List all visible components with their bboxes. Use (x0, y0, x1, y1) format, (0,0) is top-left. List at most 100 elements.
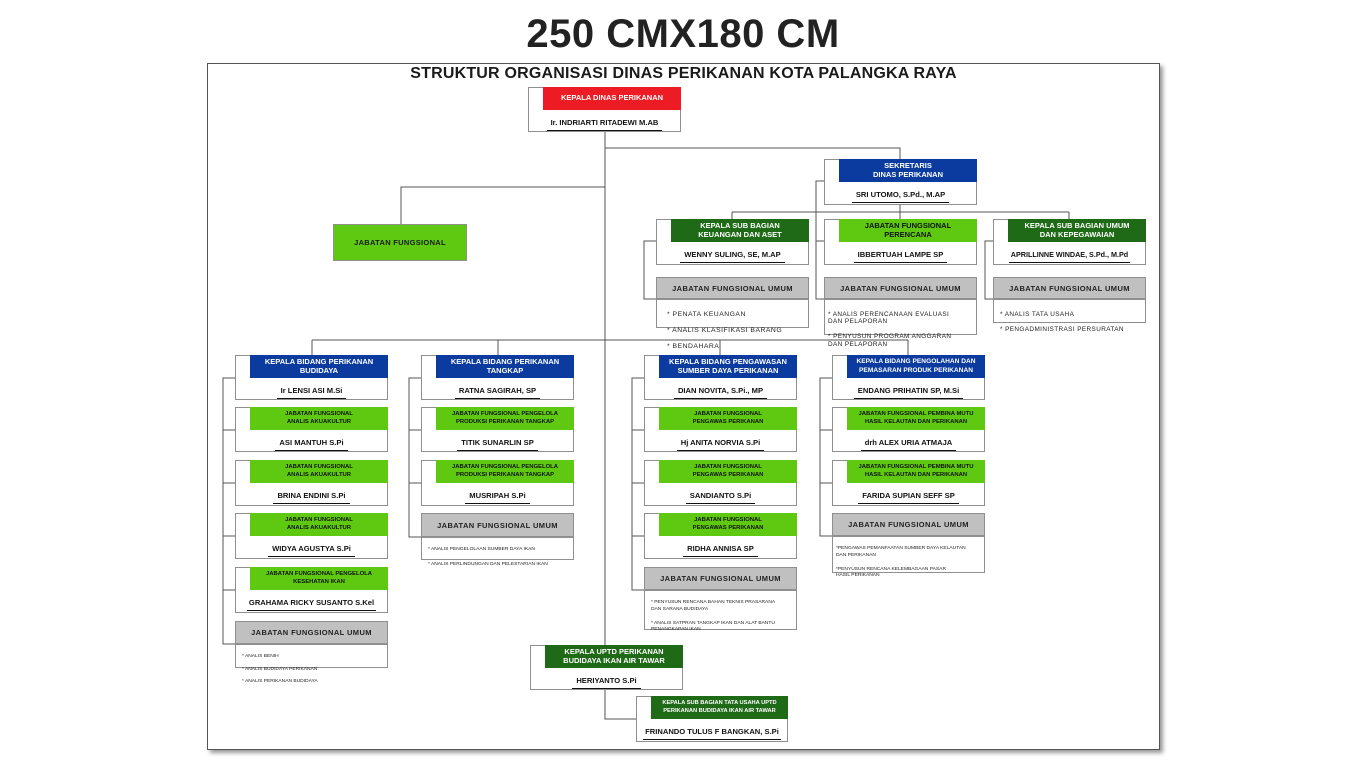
staff-name: RIDHA ANNISA SP (683, 544, 758, 557)
staff-name-row: BRINA ENDINI S.Pi (236, 485, 387, 504)
bidang-pengolahan-name: ENDANG PRIHATIN SP, M.Si (853, 386, 964, 399)
uptd-tata-usaha-name: FRINANDO TULUS F BANGKAN, S.Pi (643, 727, 781, 740)
staff-name-row: MUSRIPAH S.Pi (422, 485, 573, 504)
list-item: * PENYUSUN PROGRAM ANGGARAN DAN PELAPORA… (828, 333, 952, 348)
kepala-dinas-name: Ir. INDRIARTI RITADEWI M.AB (546, 118, 663, 131)
perencana-fungsional-umum-label: JABATAN FUNGSIONAL UMUM (824, 277, 977, 299)
budidaya-fungsional-umum-label: JABATAN FUNGSIONAL UMUM (235, 621, 388, 644)
staff-name: SANDIANTO S.Pi (685, 491, 756, 504)
keuangan-fungsional-umum-label: JABATAN FUNGSIONAL UMUM (656, 277, 809, 299)
uptd-box: KEPALA UPTD PERIKANAN BUDIDAYA IKAN AIR … (530, 645, 683, 690)
staff-name: Hj ANITA NORVIA S.Pi (676, 438, 765, 451)
staff-name: BRINA ENDINI S.Pi (273, 491, 350, 504)
bidang-pengolahan-name-row: ENDANG PRIHATIN SP, M.Si (833, 380, 984, 399)
budidaya-staff-box: JABATAN FUNGSIONAL PENGELOLA KESEHATAN I… (235, 567, 388, 613)
bidang-budidaya-name: Ir LENSI ASI M.Si (276, 386, 347, 399)
pengolahan-fungsional-umum-list: *PENGAWAS PEMANFAATAN SUMBER DAYA KELAUT… (832, 536, 985, 578)
list-item: * ANALIS TATA USAHA (1000, 310, 1075, 318)
staff-name-row: ASI MANTUH S.Pi (236, 432, 387, 451)
umum-fungsional-umum-label: JABATAN FUNGSIONAL UMUM (993, 277, 1146, 299)
staff-name-row: TITIK SUNARLIN SP (422, 432, 573, 451)
list-item: * ANALIS KLASIFIKASI BARANG (667, 327, 783, 334)
list-item: * BENDAHARA (667, 343, 720, 350)
bidang-pengawasan-title: KEPALA BIDANG PENGAWASAN SUMBER DAYA PER… (659, 355, 797, 378)
list-item: * ANALIS PENGELOLAAN SUMBER DAYA IKAN (428, 547, 535, 553)
staff-name-row: WIDYA AGUSTYA S.Pi (236, 538, 387, 557)
uptd-tata-usaha-name-row: FRINANDO TULUS F BANGKAN, S.Pi (637, 721, 787, 740)
staff-name-row: RIDHA ANNISA SP (645, 538, 796, 557)
tangkap-fungsional-umum-list: * ANALIS PENGELOLAAN SUMBER DAYA IKAN * … (421, 537, 574, 567)
list-item: *PENYUSUN RENCANA KELEMBAGAAN PASAR HASI… (836, 567, 946, 579)
perencana-fungsional-umum-list: * ANALIS PERENCANAAN EVALUASI DAN PELAPO… (824, 299, 977, 348)
staff-title: JABATAN FUNGSIONAL PEMBINA MUTU HASIL KE… (847, 407, 985, 430)
staff-name: WIDYA AGUSTYA S.Pi (268, 544, 355, 557)
list-item: * ANALIS PERENCANAAN EVALUASI DAN PELAPO… (828, 310, 950, 326)
staff-name: drh ALEX URIA ATMAJA (860, 438, 957, 451)
staff-name: ASI MANTUH S.Pi (275, 438, 348, 451)
sub-bagian-umum-name: APRILLINNE WINDAE, S.Pd., M.Pd (1008, 250, 1131, 263)
list-item: * ANALIS PERIKANAN BUDIDAYA (242, 679, 318, 685)
list-item: * ANALIS BENIH (242, 654, 279, 660)
uptd-tata-usaha-title: KEPALA SUB BAGIAN TATA USAHA UPTD PERIKA… (651, 696, 788, 719)
sub-bagian-keuangan-name: WENNY SULING, SE, M.AP (680, 250, 785, 263)
bidang-budidaya-title: KEPALA BIDANG PERIKANAN BUDIDAYA (250, 355, 388, 378)
uptd-title: KEPALA UPTD PERIKANAN BUDIDAYA IKAN AIR … (545, 645, 683, 668)
kepala-dinas-box: KEPALA DINAS PERIKANAN Ir. INDRIARTI RIT… (528, 87, 681, 132)
bidang-pengolahan-box: KEPALA BIDANG PENGOLAHAN DAN PEMASARAN P… (832, 355, 985, 400)
staff-title: JABATAN FUNGSIONAL ANALIS AKUAKULTUR (250, 460, 388, 483)
staff-title: JABATAN FUNGSIONAL PENGELOLA KESEHATAN I… (250, 567, 388, 590)
list-item: *PENGAWAS PEMANFAATAN SUMBER DAYA KELAUT… (836, 546, 966, 558)
staff-name-row: drh ALEX URIA ATMAJA (833, 432, 984, 451)
list-item: * ANALIS BUDIDAYA PERIKANAN (242, 666, 318, 672)
pengawasan-fungsional-umum-list: * PENYUSUN RENCANA BAHAN TEKNIS PRASARAN… (644, 590, 797, 632)
staff-title: JABATAN FUNGSIONAL PENGAWAS PERIKANAN (659, 407, 797, 430)
list-item: * ANALIS PERLINDUNGAN DAN PELESTARIAN IK… (428, 561, 548, 567)
staff-title: JABATAN FUNGSIONAL PENGAWAS PERIKANAN (659, 460, 797, 483)
bidang-tangkap-name: RATNA SAGIRAH, SP (454, 386, 541, 399)
fungsional-perencana-title: JABATAN FUNGSIONAL PERENCANA (839, 219, 977, 242)
staff-name: MUSRIPAH S.Pi (465, 491, 530, 504)
bidang-budidaya-box: KEPALA BIDANG PERIKANAN BUDIDAYA Ir LENS… (235, 355, 388, 400)
fungsional-perencana-box: JABATAN FUNGSIONAL PERENCANA IBBERTUAH L… (824, 219, 977, 265)
bidang-pengolahan-title: KEPALA BIDANG PENGOLAHAN DAN PEMASARAN P… (847, 355, 985, 378)
pengawasan-staff-box: JABATAN FUNGSIONAL PENGAWAS PERIKANAN Hj… (644, 407, 797, 452)
staff-title: JABATAN FUNGSIONAL PENGELOLA PRODUKSI PE… (436, 460, 574, 483)
budidaya-staff-box: JABATAN FUNGSIONAL ANALIS AKUAKULTUR ASI… (235, 407, 388, 452)
sub-bagian-keuangan-box: KEPALA SUB BAGIAN KEUANGAN DAN ASET WENN… (656, 219, 809, 265)
uptd-tata-usaha-box: KEPALA SUB BAGIAN TATA USAHA UPTD PERIKA… (636, 696, 788, 742)
budidaya-staff-box: JABATAN FUNGSIONAL ANALIS AKUAKULTUR WID… (235, 513, 388, 559)
bidang-tangkap-box: KEPALA BIDANG PERIKANAN TANGKAP RATNA SA… (421, 355, 574, 400)
uptd-name-row: HERIYANTO S.Pi (531, 670, 682, 689)
kepala-dinas-title: KEPALA DINAS PERIKANAN (543, 87, 681, 110)
staff-title: JABATAN FUNGSIONAL PEMBINA MUTU HASIL KE… (847, 460, 985, 483)
staff-title: JABATAN FUNGSIONAL ANALIS AKUAKULTUR (250, 513, 388, 536)
tangkap-staff-box: JABATAN FUNGSIONAL PENGELOLA PRODUKSI PE… (421, 407, 574, 452)
staff-name-row: Hj ANITA NORVIA S.Pi (645, 432, 796, 451)
pengawasan-staff-box: JABATAN FUNGSIONAL PENGAWAS PERIKANAN RI… (644, 513, 797, 559)
staff-title: JABATAN FUNGSIONAL PENGAWAS PERIKANAN (659, 513, 797, 536)
list-item: * ANALIS SATPRAN TANGKAP IKAN DAN ALAT B… (651, 621, 775, 633)
sekretaris-box: SEKRETARIS DINAS PERIKANAN SRI UTOMO, S.… (824, 159, 977, 205)
chart-title: STRUKTUR ORGANISASI DINAS PERIKANAN KOTA… (410, 65, 957, 82)
kepala-dinas-name-row: Ir. INDRIARTI RITADEWI M.AB (529, 112, 680, 131)
pengolahan-staff-box: JABATAN FUNGSIONAL PEMBINA MUTU HASIL KE… (832, 460, 985, 506)
staff-name-row: GRAHAMA RICKY SUSANTO S.Kel (236, 592, 387, 611)
sub-bagian-keuangan-name-row: WENNY SULING, SE, M.AP (657, 244, 808, 263)
jabatan-fungsional-box: JABATAN FUNGSIONAL (333, 224, 467, 261)
bidang-tangkap-name-row: RATNA SAGIRAH, SP (422, 380, 573, 399)
pengolahan-staff-box: JABATAN FUNGSIONAL PEMBINA MUTU HASIL KE… (832, 407, 985, 452)
budidaya-staff-box: JABATAN FUNGSIONAL ANALIS AKUAKULTUR BRI… (235, 460, 388, 506)
sub-bagian-umum-name-row: APRILLINNE WINDAE, S.Pd., M.Pd (994, 244, 1145, 263)
staff-name: FARIDA SUPIAN SEFF SP (858, 491, 959, 504)
tangkap-staff-box: JABATAN FUNGSIONAL PENGELOLA PRODUKSI PE… (421, 460, 574, 506)
fungsional-perencana-name-row: IBBERTUAH LAMPE SP (825, 244, 976, 263)
sub-bagian-umum-box: KEPALA SUB BAGIAN UMUM DAN KEPEGAWAIAN A… (993, 219, 1146, 265)
list-item: * PENATA KEUANGAN (667, 311, 746, 318)
budidaya-fungsional-umum-list: * ANALIS BENIH * ANALIS BUDIDAYA PERIKAN… (235, 644, 388, 684)
list-item: * PENYUSUN RENCANA BAHAN TEKNIS PRASARAN… (651, 600, 776, 612)
keuangan-fungsional-umum-list: * PENATA KEUANGAN * ANALIS KLASIFIKASI B… (656, 299, 809, 350)
umum-fungsional-umum-list: * ANALIS TATA USAHA * PENGADMINISTRASI P… (993, 299, 1146, 333)
pengawasan-fungsional-umum-label: JABATAN FUNGSIONAL UMUM (644, 567, 797, 590)
list-item: * PENGADMINISTRASI PERSURATAN (1000, 325, 1124, 333)
